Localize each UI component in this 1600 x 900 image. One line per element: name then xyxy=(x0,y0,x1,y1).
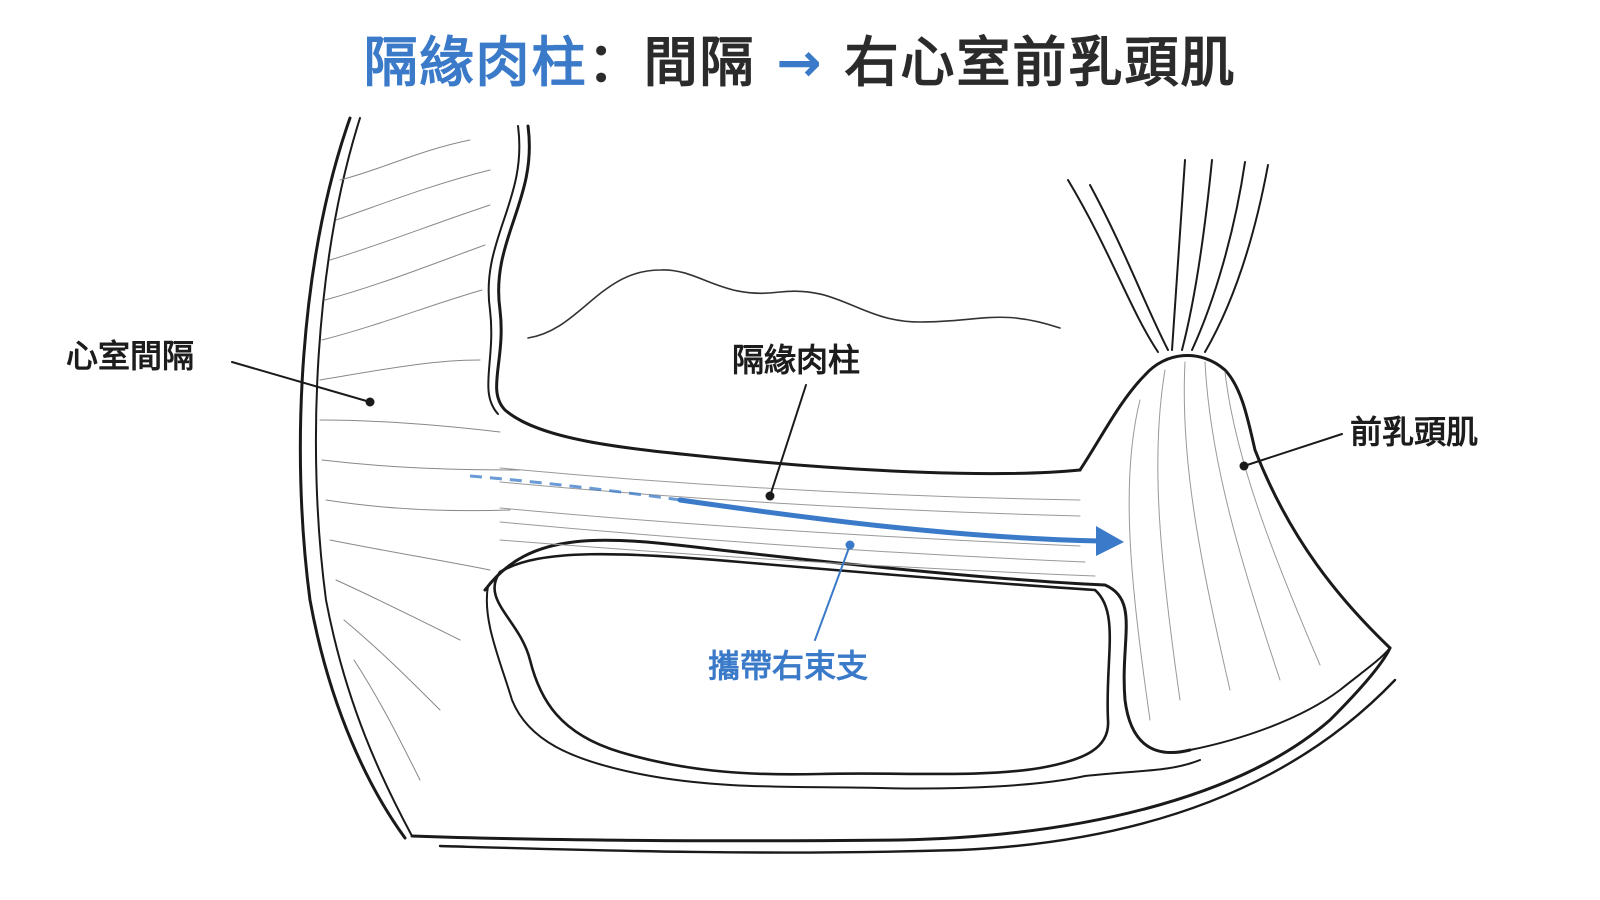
septum-texture-8 xyxy=(321,459,521,471)
band-fiber-5 xyxy=(499,539,1096,577)
septum-texture-10 xyxy=(329,539,491,571)
label-papillary: 前乳頭肌 xyxy=(1350,413,1479,451)
septum-texture-11 xyxy=(335,579,461,641)
label-septomarginal: 隔緣肉柱 xyxy=(732,341,861,379)
dot-septum xyxy=(365,397,375,407)
title-from: 間隔 xyxy=(643,31,756,94)
leader-papillary xyxy=(1243,433,1343,467)
septum-texture-5 xyxy=(321,289,483,341)
leader-septomarginal xyxy=(769,384,807,497)
septum-texture-1 xyxy=(339,139,471,181)
papillary-fiber-4 xyxy=(1224,371,1321,666)
background-crest xyxy=(527,269,1061,339)
band-fiber-2 xyxy=(499,481,1081,517)
bundle-branch-arrow-line xyxy=(677,497,1103,544)
leader-septum xyxy=(231,361,371,403)
chorda-4 xyxy=(1181,159,1213,351)
septum-inner-edge-2 xyxy=(487,125,521,415)
title-subject: 隔緣肉柱 xyxy=(363,31,588,94)
band-fiber-3 xyxy=(499,507,1081,547)
band-lower-edge xyxy=(483,538,1192,755)
chorda-3 xyxy=(1171,159,1186,351)
dot-bundle-branch xyxy=(845,540,855,550)
outer-wall-inner-line xyxy=(314,117,413,837)
septum-inner-edge xyxy=(495,124,1082,476)
dot-septomarginal xyxy=(765,491,775,501)
label-septum: 心室間隔 xyxy=(66,337,195,375)
papillary-muscle-outline xyxy=(1078,354,1392,650)
septum-texture-6 xyxy=(319,359,481,381)
title-arrow: → xyxy=(776,31,824,94)
septum-texture-9 xyxy=(325,499,511,512)
band-fiber-1 xyxy=(499,467,1081,501)
papillary-fiber-5 xyxy=(1128,399,1151,721)
bundle-branch-arrowhead xyxy=(1096,526,1124,556)
papillary-fiber-3 xyxy=(1204,361,1281,681)
floor-line-3 xyxy=(1189,647,1391,751)
septum-texture-12 xyxy=(343,619,441,711)
chorda-1 xyxy=(1067,179,1159,353)
title-to: 右心室前乳頭肌 xyxy=(844,31,1237,94)
septum-texture-7 xyxy=(319,419,501,433)
band-fiber-4 xyxy=(499,521,1086,563)
leader-bundle-branch xyxy=(814,544,851,641)
label-bundle-branch: 攜帶右束支 xyxy=(708,647,869,685)
chorda-6 xyxy=(1204,164,1269,353)
outer-wall-line xyxy=(298,116,407,840)
papillary-fiber-1 xyxy=(1157,369,1181,701)
papillary-fiber-2 xyxy=(1183,361,1231,691)
septum-texture-13 xyxy=(353,659,421,781)
floor-line-1 xyxy=(410,646,1392,843)
diagram-title: 隔緣肉柱：間隔 → 右心室前乳頭肌 xyxy=(0,18,1600,97)
septum-texture-2 xyxy=(335,169,491,221)
title-colon: ： xyxy=(587,31,644,94)
bundle-branch-dashed xyxy=(469,474,681,502)
chamber-opening-rim xyxy=(485,585,1201,790)
chorda-5 xyxy=(1191,161,1246,351)
floor-line-2 xyxy=(438,678,1397,854)
chorda-2 xyxy=(1089,184,1169,351)
septum-texture-4 xyxy=(324,244,486,301)
chamber-opening xyxy=(493,552,1112,776)
septum-texture-3 xyxy=(329,204,491,261)
dot-papillary xyxy=(1239,461,1249,471)
